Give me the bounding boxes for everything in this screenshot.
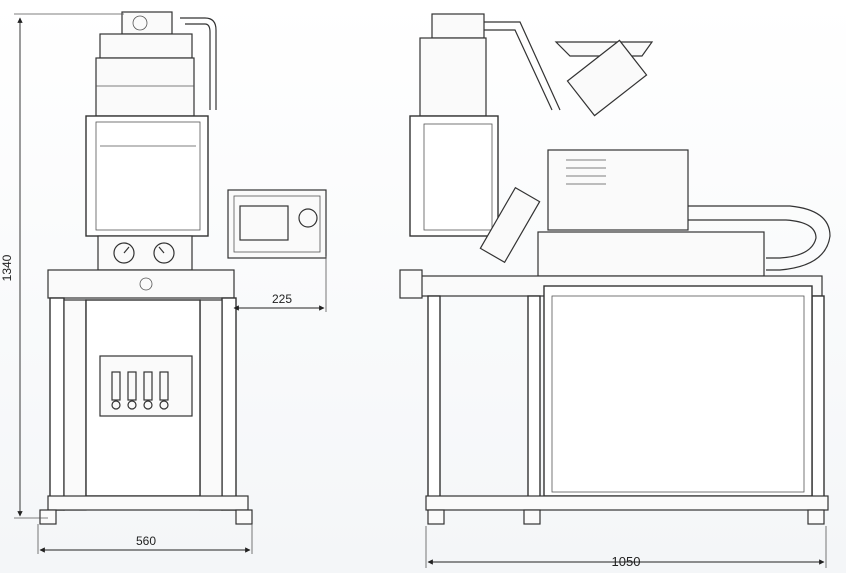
- dim-label-width: 560: [136, 534, 156, 548]
- dim-label-offset: 225: [272, 292, 292, 306]
- hopper-body: [95, 57, 195, 117]
- pressure-gauge-icon: [153, 242, 175, 264]
- foot-icon: [39, 509, 57, 525]
- foot-icon: [235, 509, 253, 525]
- dim-total-height: 1340: [0, 13, 124, 519]
- foot-icon: [523, 509, 541, 525]
- control-box: [227, 189, 327, 259]
- side-hopper: [419, 37, 487, 117]
- front-leg-right: [221, 297, 237, 511]
- hopper-lid: [99, 33, 193, 59]
- flowmeter-row: [111, 371, 169, 410]
- side-pipe: [470, 21, 561, 111]
- side-bottom-rail: [425, 495, 829, 511]
- dim-label-height: 1340: [0, 254, 14, 281]
- machine-body: [547, 149, 689, 231]
- knob-icon: [298, 208, 318, 228]
- side-leg-right: [811, 295, 825, 511]
- cable-chain-icon: [688, 205, 831, 271]
- screen-display-icon: [239, 205, 289, 241]
- dim-label-length: 1050: [612, 554, 641, 569]
- dim-panel-offset: 225: [233, 256, 327, 312]
- dim-front-width: 560: [37, 524, 253, 554]
- foot-icon: [427, 509, 445, 525]
- side-cabinet: [543, 285, 813, 497]
- front-tabletop: [47, 269, 235, 299]
- side-connector: [399, 269, 423, 299]
- top-pipe: [180, 17, 217, 110]
- side-leg-mid: [527, 295, 541, 511]
- base-platform: [537, 231, 765, 277]
- pressure-gauge-icon: [113, 242, 135, 264]
- side-housing: [409, 115, 499, 237]
- flowmeter-panel: [99, 355, 193, 417]
- front-leg-left: [49, 297, 65, 511]
- dim-side-length: 1050: [425, 526, 827, 569]
- side-view: [399, 13, 831, 525]
- side-control-pendant: [479, 186, 541, 264]
- gauge-panel: [97, 235, 193, 271]
- side-leg-left: [427, 295, 441, 511]
- main-housing: [85, 115, 209, 237]
- front-view: [39, 11, 327, 525]
- front-bottom-rail: [47, 495, 249, 511]
- foot-icon: [807, 509, 825, 525]
- vent-grille: [566, 159, 606, 185]
